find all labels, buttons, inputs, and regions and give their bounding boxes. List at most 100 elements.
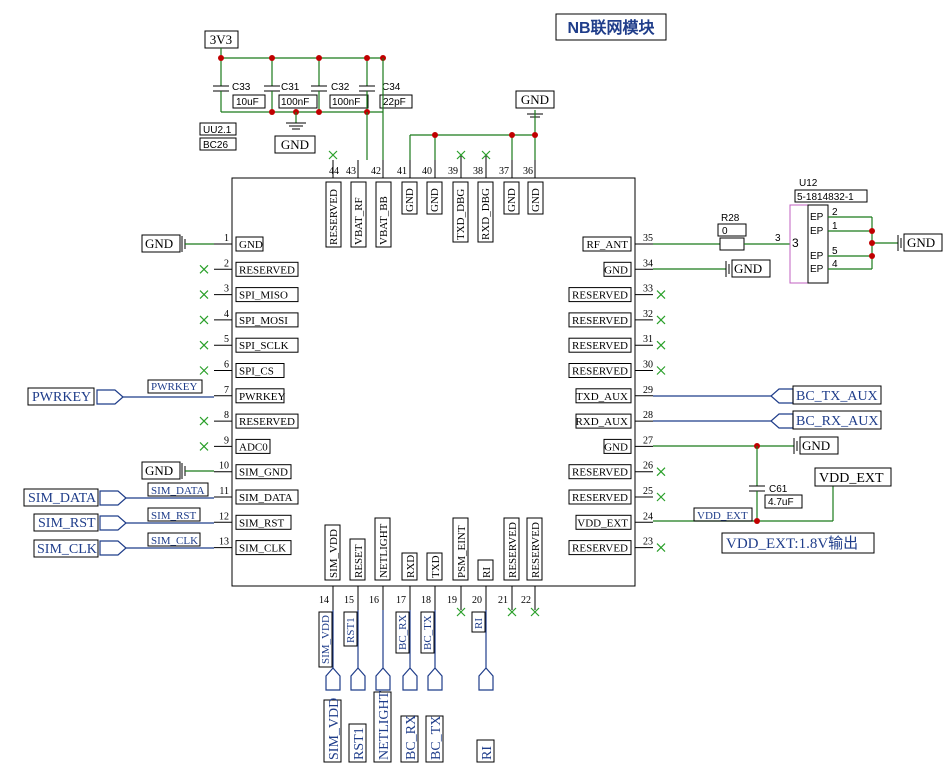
pin-number: 43 <box>346 166 356 177</box>
pin-number: 40 <box>422 166 432 177</box>
left-pins: 1GND2RESERVED3SPI_MISO4SPI_MOSI5SPI_SCLK… <box>199 233 299 556</box>
cap-c31: C31 100nF <box>264 58 318 112</box>
right-pins: 35RF_ANT34GND33RESERVED32RESERVED31RESER… <box>568 233 666 556</box>
pin-name: VBAT_BB <box>378 196 390 245</box>
pin-name: GND <box>530 188 542 212</box>
pin-name: RESERVED <box>572 467 628 479</box>
port-bc-tx-aux: BC_TX_AUX <box>796 389 878 404</box>
pin-name: RESERVED <box>572 492 628 504</box>
pin-number: 28 <box>643 410 653 421</box>
pin-44: 44 RESERVED <box>325 160 342 248</box>
pin-number: 20 <box>472 595 482 606</box>
pin-name: VDD_EXT <box>577 517 628 529</box>
pin-number: 12 <box>219 511 229 522</box>
wire-label: SIM_RST <box>151 510 197 522</box>
pin-number: 41 <box>397 166 407 177</box>
pin-name: SIM_DATA <box>239 492 293 504</box>
gnd-label: GND <box>907 235 935 250</box>
pin-number: 24 <box>643 511 653 522</box>
left-ports: PWRKEY PWRKEY SIM_DATA SIM_DATA SIM_RST … <box>23 379 214 558</box>
pin-number: 39 <box>448 166 458 177</box>
rf-pin-num: 3 <box>775 233 781 244</box>
pin-39: 39 TXD_DBG <box>448 155 469 243</box>
pin-number: 42 <box>371 166 381 177</box>
port-label: PWRKEY <box>32 390 91 405</box>
pin-number: 31 <box>643 334 653 345</box>
pin-name: RESERVED <box>530 522 542 578</box>
pin-name: RESERVED <box>239 264 295 276</box>
port-label: SIM_RST <box>38 516 96 531</box>
page-title: NB联网模块 <box>567 18 655 37</box>
cap-c33: C33 10uF <box>213 58 266 112</box>
right-gnd-symbols: GND GND <box>653 259 839 455</box>
connector-pin-num: 4 <box>832 259 838 270</box>
pin-name: RESERVED <box>572 366 628 378</box>
wire-label: RI <box>473 618 485 629</box>
pin-number: 7 <box>224 385 229 396</box>
pin-number: 14 <box>319 595 329 606</box>
port-label: SIM_CLK <box>37 542 97 557</box>
rail-3v3-label: 3V3 <box>210 32 232 47</box>
gnd-label: GND <box>145 463 173 478</box>
pin-37: 37 GND <box>499 160 520 215</box>
gnd-label: GND <box>734 261 762 276</box>
pin-name: PSM_EINT <box>456 525 468 578</box>
connector-pin-name: EP <box>810 264 824 275</box>
pin-name: RESERVED <box>328 189 340 245</box>
pin-name: SIM_RST <box>239 517 285 529</box>
pin-43: 43 VBAT_RF <box>346 160 367 248</box>
gnd-label: GND <box>521 92 549 107</box>
connector-pin-num: 1 <box>832 221 838 232</box>
cap-c32: C32 100nF <box>311 58 369 112</box>
connector-pin-name: EP <box>810 226 824 237</box>
port-label: BC_TX <box>429 716 444 760</box>
port-label: SIM_VDD <box>327 698 342 760</box>
pin-number: 1 <box>224 233 229 244</box>
pin-36: 36 GND <box>523 160 544 215</box>
cap-value: 100nF <box>332 97 360 108</box>
pin-name: RESERVED <box>572 543 628 555</box>
pin-number: 27 <box>643 435 653 446</box>
port-bc-rx-aux: BC_RX_AUX <box>796 414 878 429</box>
pin-number: 38 <box>473 166 483 177</box>
cap-ref: C34 <box>382 82 401 93</box>
pin-number: 6 <box>224 360 229 371</box>
pin-number: 30 <box>643 360 653 371</box>
cap-ref: C31 <box>281 82 300 93</box>
pin-number: 4 <box>224 309 229 320</box>
pin-number: 13 <box>219 537 229 548</box>
pin-name: SIM_CLK <box>239 543 286 555</box>
decoupling-caps: 3V3 C33 10uF C31 100nF C32 <box>199 30 413 160</box>
gnd-label: GND <box>802 438 830 453</box>
pin-name: RF_ANT <box>586 239 628 251</box>
port-netlight: NETLIGHT <box>373 610 392 763</box>
pin-number: 19 <box>447 595 457 606</box>
connector-ref: U12 <box>799 178 818 189</box>
pin-name: PWRKEY <box>239 391 286 403</box>
resistor-ref: R28 <box>721 213 740 224</box>
